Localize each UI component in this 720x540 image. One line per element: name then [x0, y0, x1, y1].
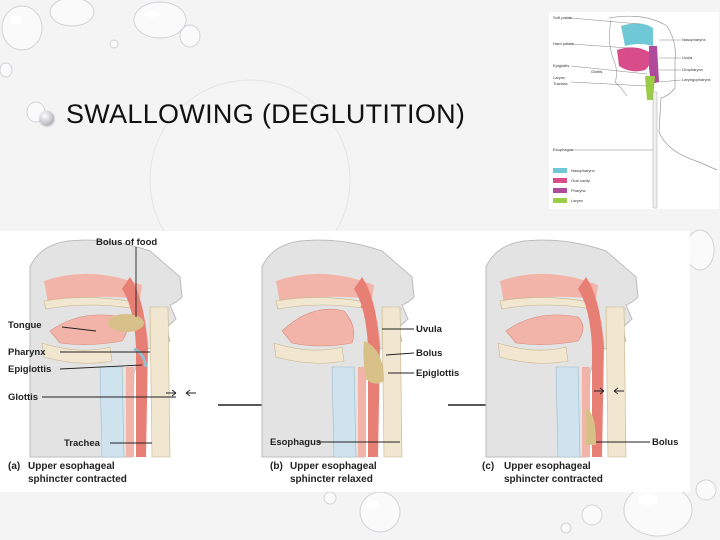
esophagus-tube [652, 91, 658, 209]
legend-swatch-pharynx [553, 188, 567, 193]
inset-label-soft-palate: Soft palate [553, 15, 573, 20]
inset-label-oropharynx: Oropharynx [682, 67, 703, 72]
bolus-shape-a [108, 314, 144, 332]
label-epiglottis-b: Epiglottis [416, 368, 459, 379]
pharynx-regions-diagram: Soft palate Hard palate Epiglottis Laryn… [549, 12, 719, 209]
panel-b: Uvula Bolus Epiglottis Esophagus (b) Upp… [261, 239, 459, 485]
swallowing-stages-diagram: Bolus of food Tongue Pharynx Epiglottis … [0, 231, 690, 492]
label-epiglottis-a: Epiglottis [8, 364, 51, 375]
inset-label-nasopharynx: Nasopharynx [682, 37, 706, 42]
label-tongue: Tongue [8, 320, 42, 331]
label-trachea: Trachea [64, 438, 101, 449]
larynx-region [645, 76, 655, 100]
inset-label-laryngopharynx: Laryngopharynx [682, 77, 711, 82]
legend-swatch-oral-cavity [553, 178, 567, 183]
label-bolus-b: Bolus [416, 348, 442, 359]
inset-label-uvula: Uvula [682, 55, 693, 60]
caption-b-line2: sphincter relaxed [290, 474, 373, 485]
caption-letter-b: (b) [270, 461, 283, 472]
inset-label-glottis: Glottis [591, 69, 602, 74]
caption-a-line2: sphincter contracted [28, 474, 127, 485]
bolus-shape-b [363, 341, 384, 384]
legend-label-oral-cavity: Oral cavity [571, 178, 590, 183]
nasopharynx-region [621, 23, 653, 46]
oral-cavity-region [617, 47, 651, 72]
panel-a: Bolus of food Tongue Pharynx Epiglottis … [8, 237, 196, 485]
pharynx-region [649, 46, 659, 84]
label-bolus-c: Bolus [652, 437, 678, 448]
caption-c-line1: Upper esophageal [504, 461, 591, 472]
inset-label-esophagus: Esophagus [553, 147, 573, 152]
slide-title: SWALLOWING (DEGLUTITION) [66, 98, 466, 129]
bolus-shape-c [586, 409, 596, 445]
legend-swatch-nasopharynx [553, 168, 567, 173]
label-pharynx: Pharynx [8, 347, 46, 358]
bullet-icon [40, 111, 54, 125]
caption-b-line1: Upper esophageal [290, 461, 377, 472]
legend-label-larynx: Larynx [571, 198, 583, 203]
head-outline [608, 15, 718, 171]
caption-c-line2: sphincter contracted [504, 474, 603, 485]
caption-a-line1: Upper esophageal [28, 461, 115, 472]
inset-label-epiglottis: Epiglottis [553, 63, 569, 68]
title-row: SWALLOWING (DEGLUTITION) [40, 92, 465, 136]
label-esophagus: Esophagus [270, 437, 321, 448]
panel-c: Bolus (c) Upper esophageal sphincter con… [482, 239, 678, 485]
inset-label-hard-palate: Hard palate [553, 41, 574, 46]
caption-letter-c: (c) [482, 461, 494, 472]
inset-label-trachea: Trachea [553, 81, 568, 86]
legend-swatch-larynx [553, 198, 567, 203]
label-glottis: Glottis [8, 392, 38, 403]
legend-label-nasopharynx: Nasopharynx [571, 168, 595, 173]
label-bolus-of-food: Bolus of food [96, 237, 157, 248]
caption-letter-a: (a) [8, 461, 20, 472]
inset-legend: Nasopharynx Oral cavity Pharynx Larynx [553, 168, 595, 203]
inset-label-larynx: Larynx [553, 75, 565, 80]
label-uvula: Uvula [416, 324, 443, 335]
legend-label-pharynx: Pharynx [571, 188, 586, 193]
